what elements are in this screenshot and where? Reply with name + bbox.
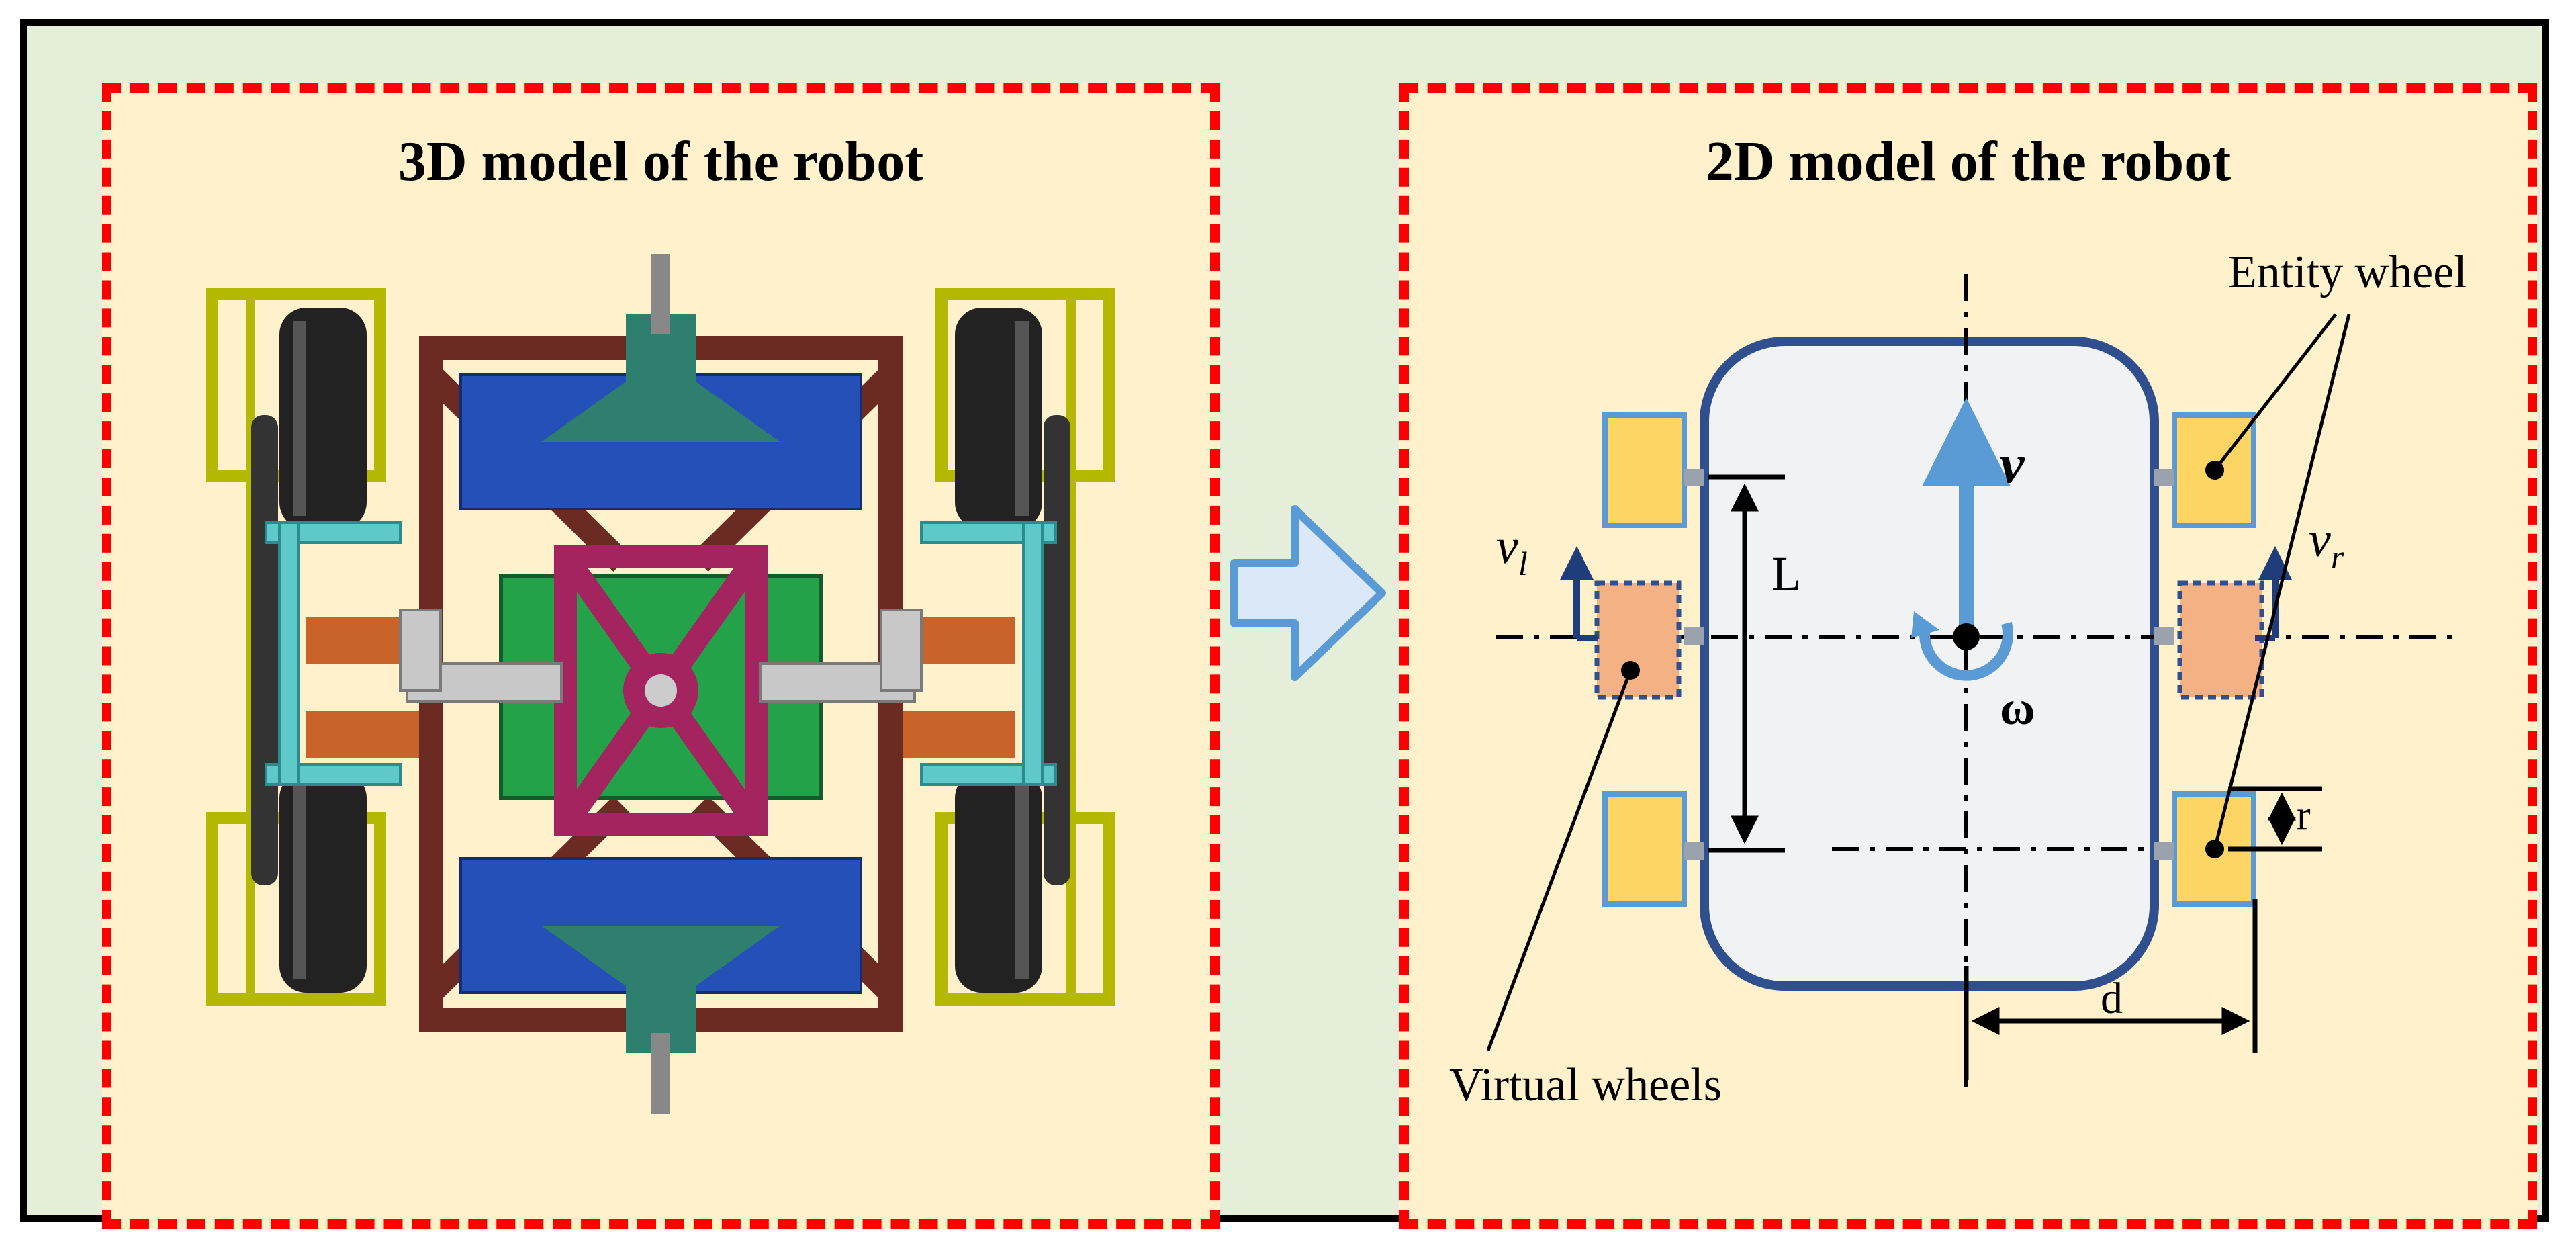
label-L: L — [1772, 547, 1801, 600]
entity-wheel-dot-top — [2205, 461, 2224, 480]
label-d: d — [2101, 974, 2123, 1023]
label-v: v — [2000, 433, 2025, 494]
dimension-L — [1708, 474, 1785, 853]
label-r: r — [2297, 793, 2311, 838]
label-entity-wheel: Entity wheel — [2228, 247, 2467, 298]
wheel-rear-left — [279, 771, 367, 993]
grey-pipes — [399, 609, 923, 703]
cyan-links — [265, 521, 1057, 786]
label-omega: ω — [2000, 681, 2035, 735]
label-v-left: vl — [1496, 519, 1528, 582]
wheel-rear-right — [955, 771, 1042, 993]
panel-title-2d: 2D model of the robot — [1705, 130, 2232, 193]
label-v-right: vr — [2309, 512, 2344, 576]
wheel-front-left — [279, 308, 367, 529]
figure-frame: 3D model of the robot — [20, 19, 2549, 1229]
label-virtual-wheels: Virtual wheels — [1449, 1059, 1722, 1111]
robot-body — [1700, 337, 2159, 991]
panel-title-3d: 3D model of the robot — [398, 130, 924, 193]
panel-2d-model: 2D model of the robot — [1399, 83, 2537, 1229]
virtual-wheel-leader — [1486, 670, 1632, 1051]
transition-arrow-icon — [1230, 505, 1386, 681]
robot-3d-illustration — [206, 254, 1115, 1114]
entity-wheel-leaders — [2213, 313, 2351, 850]
panel-3d-model: 3D model of the robot — [102, 83, 1220, 1229]
orange-brackets — [306, 617, 1015, 758]
belt-left — [251, 415, 278, 885]
dimension-r — [2228, 786, 2322, 852]
entity-wheels — [1602, 412, 2256, 907]
robot-2d-diagram: L r d v ω — [1449, 247, 2467, 1111]
v-left-arrow — [1560, 546, 1598, 641]
hub-hole — [645, 674, 677, 707]
omega-rotation-arrow — [1919, 621, 2013, 681]
wheel-front-right — [955, 308, 1042, 529]
v-right-arrow — [2255, 546, 2292, 641]
wheel-connectors — [1684, 469, 2174, 860]
omega-arrowhead — [1911, 611, 1939, 638]
center-point — [1953, 623, 1980, 650]
virtual-wheel-dot — [1621, 661, 1640, 680]
virtual-wheels — [1594, 580, 2264, 700]
belt-right — [1044, 415, 1070, 885]
dimension-d — [1964, 899, 2258, 1080]
entity-wheel-dot-bottom — [2205, 840, 2224, 858]
teal-mounts — [541, 254, 780, 1114]
